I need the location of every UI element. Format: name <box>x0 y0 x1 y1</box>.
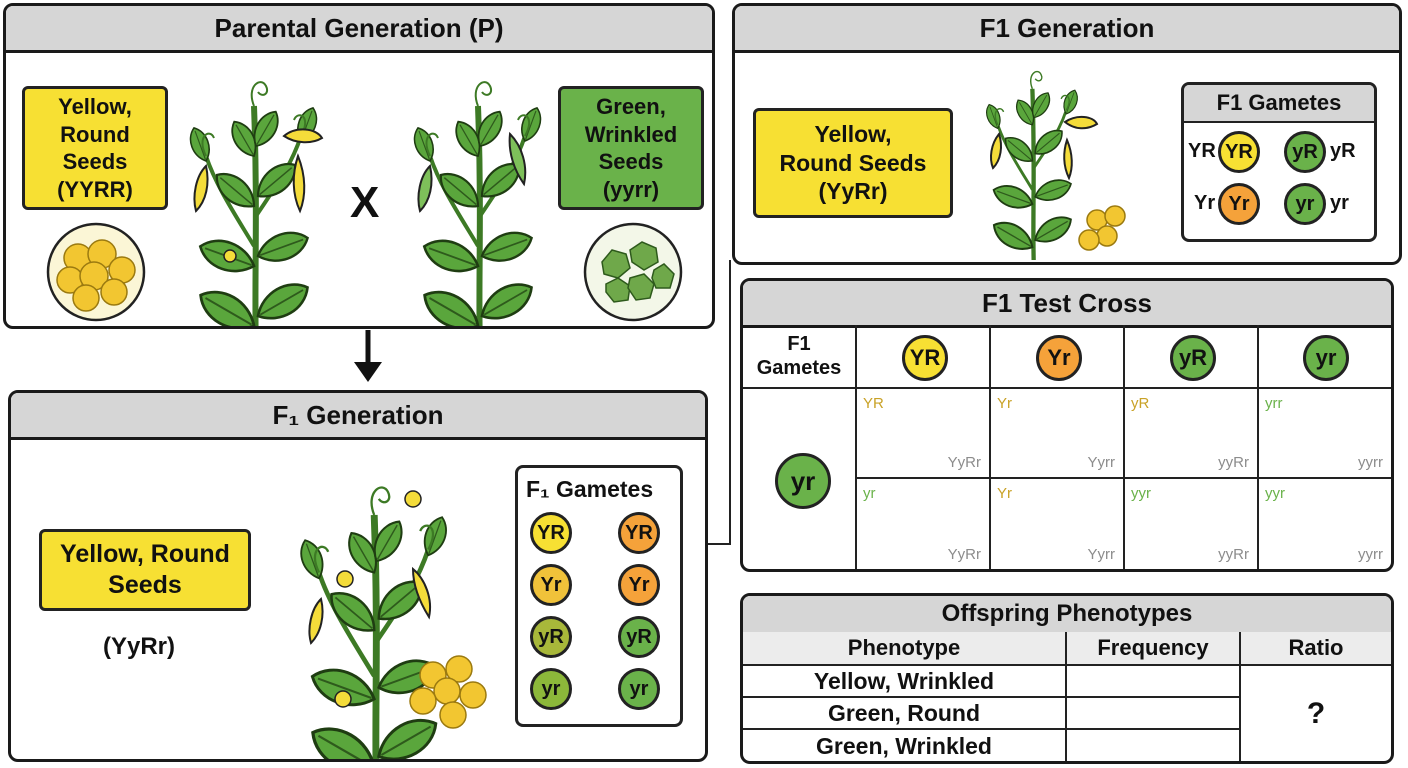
gamete-circle: yR <box>618 616 660 658</box>
f1-generation-bottom-title: F₁ Generation <box>11 393 705 440</box>
corner-label: F1 Gametes <box>743 325 857 389</box>
f1-yellow-round-label: Yellow, Round Seeds <box>39 529 251 611</box>
cell-gamete-label: yR <box>1131 395 1150 412</box>
f1-top-yellow-round-label: Yellow, Round Seeds (YyRr) <box>753 108 953 218</box>
column-header-cell: YR <box>857 325 991 389</box>
cell-genotype: Yyrr <box>1087 454 1116 471</box>
parental-generation-title: Parental Generation (P) <box>6 6 712 53</box>
cell-gamete-label: yyr <box>1265 485 1285 502</box>
gamete-circle: yr <box>618 668 660 710</box>
punnett-cell: YR YyRr <box>857 389 991 479</box>
gamete-label: YR <box>1188 140 1216 162</box>
punnett-cell: yrr yyrr <box>1259 389 1391 479</box>
parent-yellow-round-label: Yellow, Round Seeds (YYRR) <box>22 86 168 210</box>
gamete-circle: YR <box>618 512 660 554</box>
green-wrinkled-seeds-image <box>583 222 683 322</box>
gamete-circle: Yr <box>618 564 660 606</box>
cell-genotype: yyrr <box>1358 454 1383 471</box>
gamete-circle: yR <box>1170 335 1216 381</box>
frequency-cell <box>1067 666 1241 698</box>
row-header-cell: yr <box>743 389 857 569</box>
cell-genotype: yyrr <box>1358 546 1383 563</box>
table-header: Phenotype <box>743 632 1067 666</box>
connector-line <box>708 260 731 545</box>
f1-top-pea-plant-image <box>969 60 1126 260</box>
yellow-round-seeds-image <box>46 222 146 322</box>
phenotype-cell: Green, Round <box>743 698 1067 730</box>
gamete-circle: yr <box>1284 183 1326 225</box>
f1-generation-panel-bottom: F₁ Generation Yellow, Round Seeds (YyRr)… <box>8 390 708 762</box>
f1-generation-panel-top: F1 Generation Yellow, Round Seeds (YyRr)… <box>732 3 1402 265</box>
parent-green-wrinkled-label: Green, Wrinkled Seeds (yyrr) <box>558 86 704 210</box>
cell-gamete-label: yyr <box>1131 485 1151 502</box>
column-header-cell: yR <box>1125 325 1259 389</box>
ratio-cell: ? <box>1306 697 1326 730</box>
cell-gamete-label: Yr <box>997 395 1012 412</box>
parental-generation-panel: Parental Generation (P) Yellow, Round Se… <box>3 3 715 329</box>
column-header-cell: yr <box>1259 325 1391 389</box>
cell-genotype: yyRr <box>1218 546 1249 563</box>
punnett-cell: yyr yyRr <box>1125 479 1259 569</box>
gamete-circle: yR <box>530 616 572 658</box>
f1-gametes-box-bottom: F₁ Gametes YR YR Yr Yr yR yR yr yr <box>515 465 683 727</box>
table-header: Frequency <box>1067 632 1241 666</box>
test-cross-title: F1 Test Cross <box>743 281 1391 328</box>
gamete-circle: YR <box>530 512 572 554</box>
gamete-circle: yr <box>775 453 831 509</box>
offspring-title: Offspring Phenotypes <box>743 596 1391 635</box>
f1-generation-top-title: F1 Generation <box>735 6 1399 53</box>
frequency-cell <box>1067 730 1241 761</box>
cell-gamete-label: yr <box>863 485 876 502</box>
cross-symbol: X <box>350 178 380 227</box>
gamete-circle: Yr <box>1218 183 1260 225</box>
gamete-label: yR <box>1330 140 1356 162</box>
gamete-label: Yr <box>1194 192 1216 214</box>
cell-gamete-label: yrr <box>1265 395 1283 412</box>
column-header-cell: Yr <box>991 325 1125 389</box>
table-header: Ratio <box>1241 632 1391 666</box>
gamete-circle: YR <box>902 335 948 381</box>
gamete-label: yr <box>1330 192 1349 214</box>
phenotype-cell: Yellow, Wrinkled <box>743 666 1067 698</box>
cell-genotype: YyRr <box>947 454 981 471</box>
frequency-cell <box>1067 698 1241 730</box>
cell-genotype: YyRr <box>947 546 981 563</box>
cell-genotype: yyRr <box>1218 454 1249 471</box>
f1-gametes-bottom-title: F₁ Gametes <box>526 476 654 502</box>
phenotype-cell: Green, Wrinkled <box>743 730 1067 761</box>
down-arrow-icon <box>354 330 382 382</box>
f1-gametes-top-title: F1 Gametes <box>1184 85 1374 123</box>
punnett-cell: yR yyRr <box>1125 389 1259 479</box>
gamete-circle: Yr <box>530 564 572 606</box>
cell-gamete-label: Yr <box>997 485 1012 502</box>
gamete-circle: Yr <box>1036 335 1082 381</box>
f1-genotype-text: (YyRr) <box>103 633 176 660</box>
f1-pea-plant-image <box>263 459 487 759</box>
gamete-circle: YR <box>1218 131 1260 173</box>
gamete-circle: yr <box>530 668 572 710</box>
gamete-circle: yr <box>1303 335 1349 381</box>
yellow-pea-plant-image <box>166 66 346 326</box>
green-pea-plant-image <box>390 66 570 326</box>
gamete-circle: yR <box>1284 131 1326 173</box>
cell-gamete-label: YR <box>863 395 884 412</box>
cell-genotype: Yyrr <box>1087 546 1116 563</box>
punnett-cell: yyr yyrr <box>1259 479 1391 569</box>
